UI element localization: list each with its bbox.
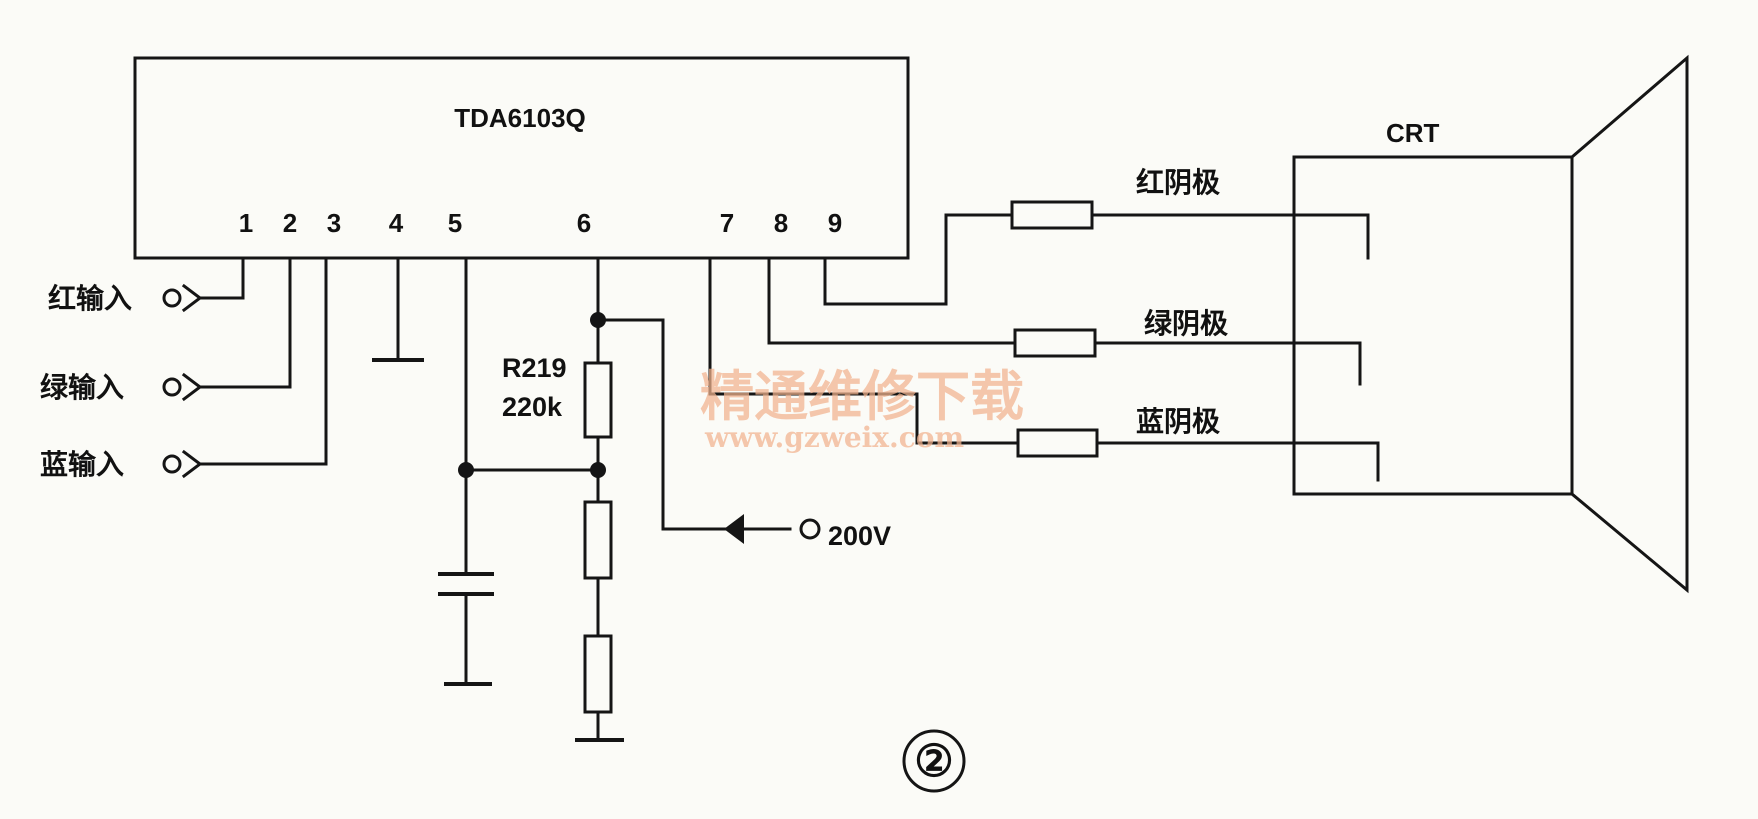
green-input-label: 绿输入 xyxy=(40,371,124,404)
pin-label-7: 7 xyxy=(720,208,734,238)
resistor-ref-label: R219 xyxy=(502,353,567,383)
resistor-lower-2 xyxy=(583,634,613,714)
green-cathode-wire xyxy=(767,256,1362,386)
supply-arrow-icon xyxy=(724,514,744,544)
red-input-label: 红输入 xyxy=(48,282,132,315)
resistor-value-label: 220k xyxy=(502,392,563,422)
pin-label-6: 6 xyxy=(577,208,591,238)
ic-name: TDA6103Q xyxy=(454,103,586,133)
junction-dot xyxy=(590,462,606,478)
resistor-r219 xyxy=(583,361,613,439)
pin-label-3: 3 xyxy=(327,208,341,238)
green-cathode-label: 绿阴极 xyxy=(1144,307,1228,340)
pin-label-8: 8 xyxy=(774,208,788,238)
figure-number-circle xyxy=(902,729,966,793)
figure-number: ② xyxy=(914,737,953,786)
red-cathode-label: 红阴极 xyxy=(1136,166,1220,199)
pin-label-2: 2 xyxy=(283,208,297,238)
ic-body xyxy=(133,56,910,260)
watermark-url: www.gzweix.com xyxy=(704,421,964,454)
red-cathode-wire xyxy=(823,200,1370,306)
blue-input-label: 蓝输入 xyxy=(40,448,124,481)
watermark-chinese: 精通维修下载 xyxy=(700,364,1024,428)
red-input-wire xyxy=(162,256,245,313)
blue-input-wire xyxy=(162,256,328,479)
green-input-wire xyxy=(162,256,292,402)
crt-label: CRT xyxy=(1386,118,1440,148)
blue-cathode-label: 蓝阴极 xyxy=(1136,405,1220,438)
pin-label-9: 9 xyxy=(828,208,842,238)
junction-dot xyxy=(458,462,474,478)
pin-label-1: 1 xyxy=(239,208,253,238)
pin-label-4: 4 xyxy=(389,208,404,238)
blue-cathode-wire xyxy=(708,256,1380,482)
supply-terminal xyxy=(799,518,821,540)
supply-voltage-label: 200V xyxy=(828,521,891,551)
pin-label-5: 5 xyxy=(448,208,462,238)
crt-tube xyxy=(1292,54,1689,594)
resistor-lower-1 xyxy=(583,500,613,580)
